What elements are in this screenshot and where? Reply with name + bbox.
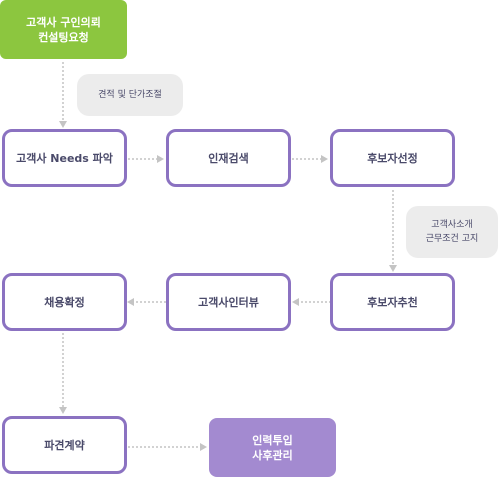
step-deployment-line2: 사후관리 [252,448,293,462]
arrowhead-left-2 [127,298,134,306]
step-deployment-line1: 인력투입 [252,433,293,447]
step-client-interview: 고객사인터뷰 [166,273,291,331]
step-client-request-line1: 고객사 구인의뢰 [26,15,101,29]
step-needs-analysis: 고객사 Needs 파악 [2,129,127,187]
step-candidate-recommendation: 후보자추천 [330,273,455,331]
arrowhead-right-2 [321,155,328,163]
arrowhead-right-1 [157,155,164,163]
arrowhead-down-3 [59,407,67,414]
arrowhead-left-1 [292,298,299,306]
step-client-request-line2: 컨설팅요청 [38,30,89,44]
step-dispatch-contract: 파견계약 [2,416,127,474]
note-client-introduction: 고객사소개 근무조건 고지 [406,206,498,258]
note-client-introduction-line1: 고객사소개 [431,220,473,230]
step-deployment-aftercare: 인력투입 사후관리 [209,418,336,477]
step-hiring-confirmation: 채용확정 [2,273,127,331]
arrowhead-down-2 [389,265,397,272]
arrowhead-right-3 [200,443,207,451]
step-candidate-selection: 후보자선정 [330,129,455,187]
step-talent-search: 인재검색 [166,129,291,187]
note-client-introduction-line2: 근무조건 고지 [425,234,479,244]
step-client-request: 고객사 구인의뢰 컨설팅요청 [0,0,127,59]
note-estimate: 견적 및 단가조절 [77,74,183,116]
arrowhead-down-1 [59,121,67,128]
